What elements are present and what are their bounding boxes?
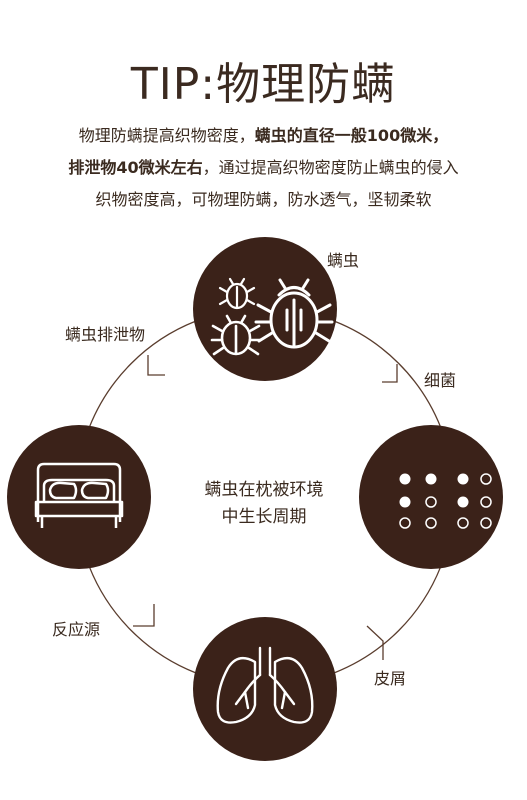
cycle-arrows (133, 355, 398, 660)
arrow-to-allergen (133, 604, 155, 627)
label-bacteria: 细菌 (424, 371, 456, 390)
label-excrement: 螨虫排泄物 (65, 325, 145, 344)
lungs-node (193, 617, 337, 761)
description-line-1: 物理防螨提高织物密度，螨虫的直径一般100微米， (78, 126, 449, 145)
label-dander: 皮屑 (374, 669, 406, 688)
dots-icon (399, 473, 492, 529)
bug-medium-icon (210, 314, 262, 356)
page-title: TIP:物理防螨 (130, 59, 397, 110)
label-allergen: 反应源 (52, 620, 100, 639)
mite-node (193, 237, 337, 381)
description-line-2: 排泄物40微米左右，通过提高织物密度防止螨虫的侵入 (68, 158, 459, 177)
arrow-to-excrement (147, 355, 165, 376)
bed-node (7, 425, 151, 569)
bug-large-icon (254, 278, 334, 349)
lungs-icon (216, 646, 314, 724)
arrow-to-dander (366, 625, 384, 660)
center-text-line-2: 中生长周期 (222, 507, 307, 527)
label-mite: 螨虫 (327, 251, 359, 270)
bug-small-icon (218, 277, 256, 310)
center-text-line-1: 螨虫在枕被环境 (205, 480, 324, 500)
description-line-3: 织物密度高，可物理防螨，防水透气，坚韧柔软 (95, 190, 432, 209)
arrow-to-bacteria (382, 364, 398, 383)
bacteria-node (359, 425, 503, 569)
bed-icon (34, 462, 124, 528)
